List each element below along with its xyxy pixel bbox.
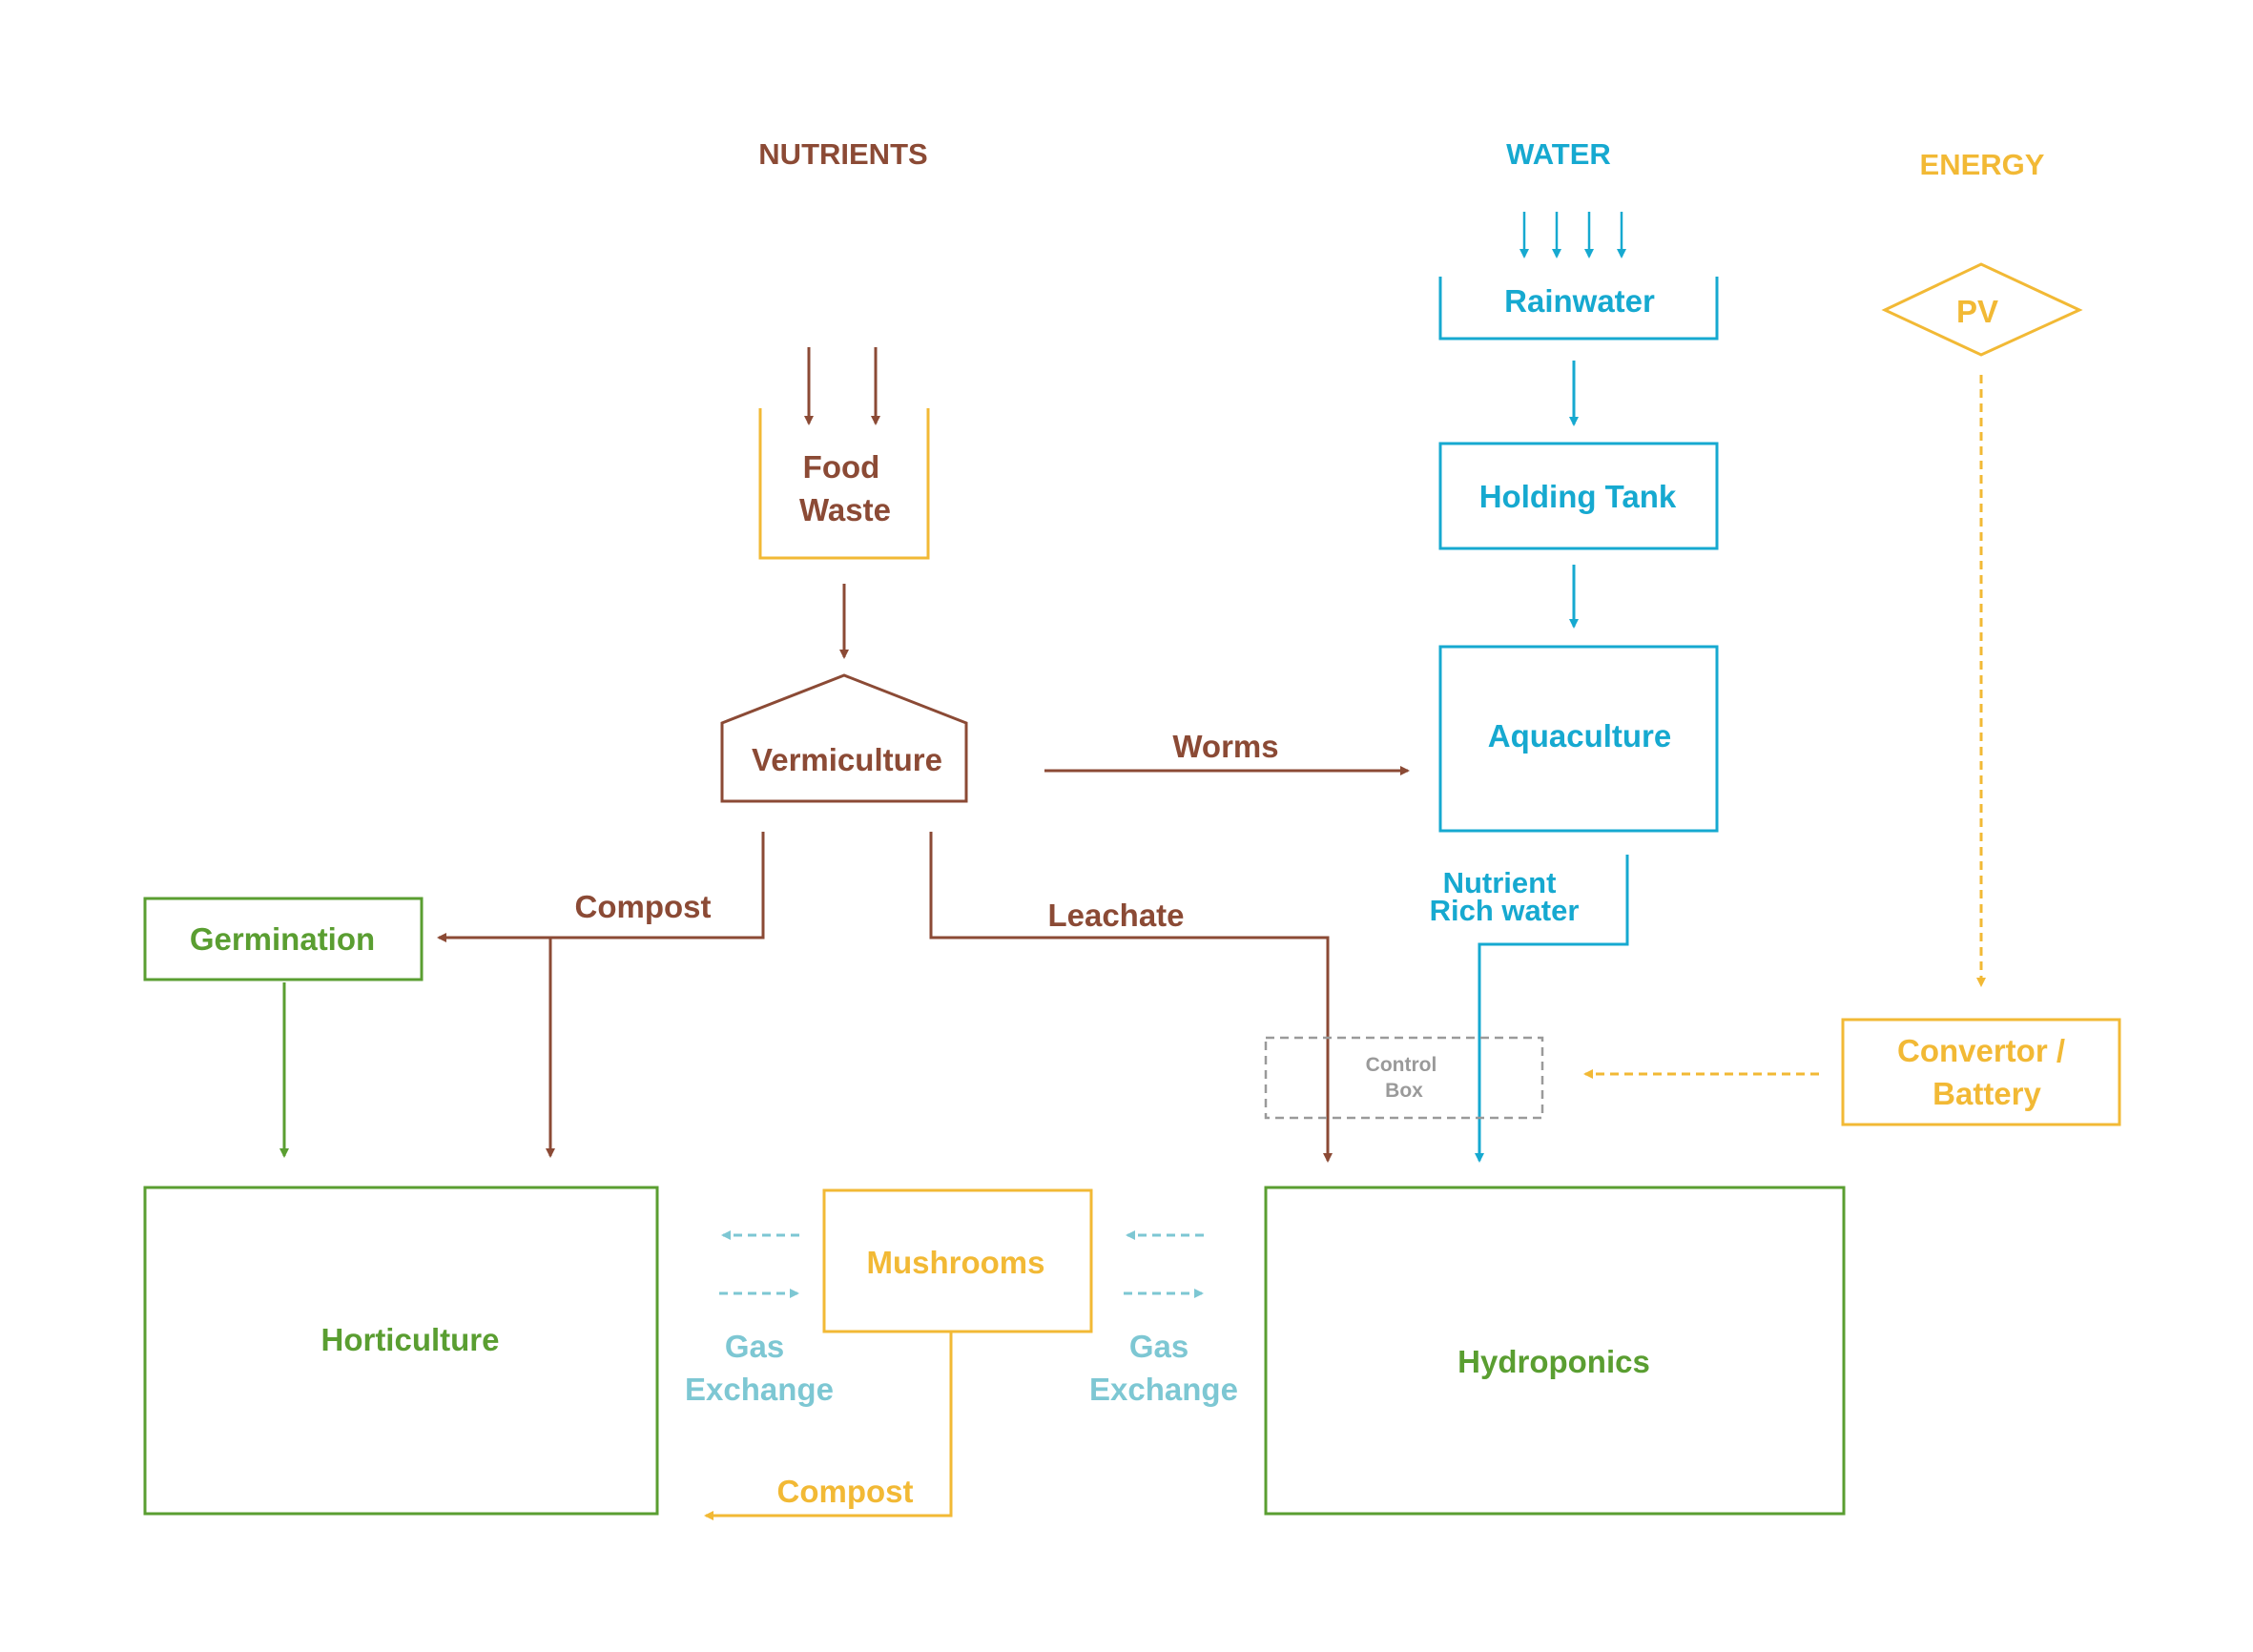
holding-tank-box — [1438, 442, 1719, 550]
nutrient-rich-water-label-1: Nutrient — [1443, 866, 1557, 899]
compost-top-label: Compost — [575, 889, 712, 924]
horticulture-label: Horticulture — [320, 1322, 499, 1357]
compost-to-germination-arrow — [437, 832, 765, 942]
convertor-label-1: Convertor / — [1897, 1033, 2065, 1068]
food-waste-bin — [758, 408, 930, 560]
gas-exchange-left-label-2: Exchange — [685, 1372, 834, 1407]
control-box-label-1: Control — [1366, 1054, 1437, 1076]
vermiculture-label: Vermiculture — [752, 742, 942, 777]
control-box-label-2: Box — [1385, 1080, 1423, 1102]
header-water: WATER — [1506, 137, 1611, 171]
aquaculture-box — [1438, 645, 1719, 833]
germination-label: Germination — [190, 921, 375, 957]
mushrooms-box — [822, 1188, 1093, 1333]
hydroponics-label: Hydroponics — [1457, 1344, 1650, 1379]
rain-arrows — [1519, 212, 1626, 258]
food-waste-label-1: Food — [803, 449, 880, 485]
mushroom-compost-arrow — [704, 1332, 953, 1520]
pv-label: PV — [1956, 294, 1998, 329]
header-energy: ENERGY — [1920, 148, 2045, 181]
rainwater-label: Rainwater — [1504, 283, 1655, 319]
aquaculture-label: Aquaculture — [1488, 718, 1672, 754]
convertor-battery-box — [1841, 1018, 2121, 1126]
gas-exchange-right-label-2: Exchange — [1089, 1372, 1238, 1407]
rainwater-bin — [1438, 277, 1719, 341]
worms-label: Worms — [1172, 729, 1278, 764]
food-waste-label-2: Waste — [799, 492, 891, 527]
gas-exchange-right-label-1: Gas — [1129, 1329, 1189, 1364]
nutrient-rich-water-label-2: Rich water — [1430, 894, 1580, 927]
vermiculture-box — [720, 673, 968, 803]
header-nutrients: NUTRIENTS — [758, 137, 927, 171]
leachate-label: Leachate — [1047, 898, 1184, 933]
food-inflow-arrows — [804, 347, 880, 425]
holding-tank-label: Holding Tank — [1479, 479, 1677, 514]
control-box — [1264, 1036, 1544, 1120]
pv-diamond — [1881, 262, 2083, 357]
hydroponics-box — [1264, 1186, 1846, 1516]
mushrooms-label: Mushrooms — [866, 1245, 1044, 1280]
convertor-label-2: Battery — [1933, 1076, 2041, 1111]
leachate-to-hydroponics-arrow — [929, 832, 1333, 1163]
germination-box — [143, 897, 424, 981]
horticulture-box — [143, 1186, 659, 1516]
gas-exchange-left-label-1: Gas — [725, 1329, 784, 1364]
compost-bottom-label: Compost — [777, 1474, 914, 1509]
nutrient-rich-water-arrow — [1475, 855, 1629, 1163]
